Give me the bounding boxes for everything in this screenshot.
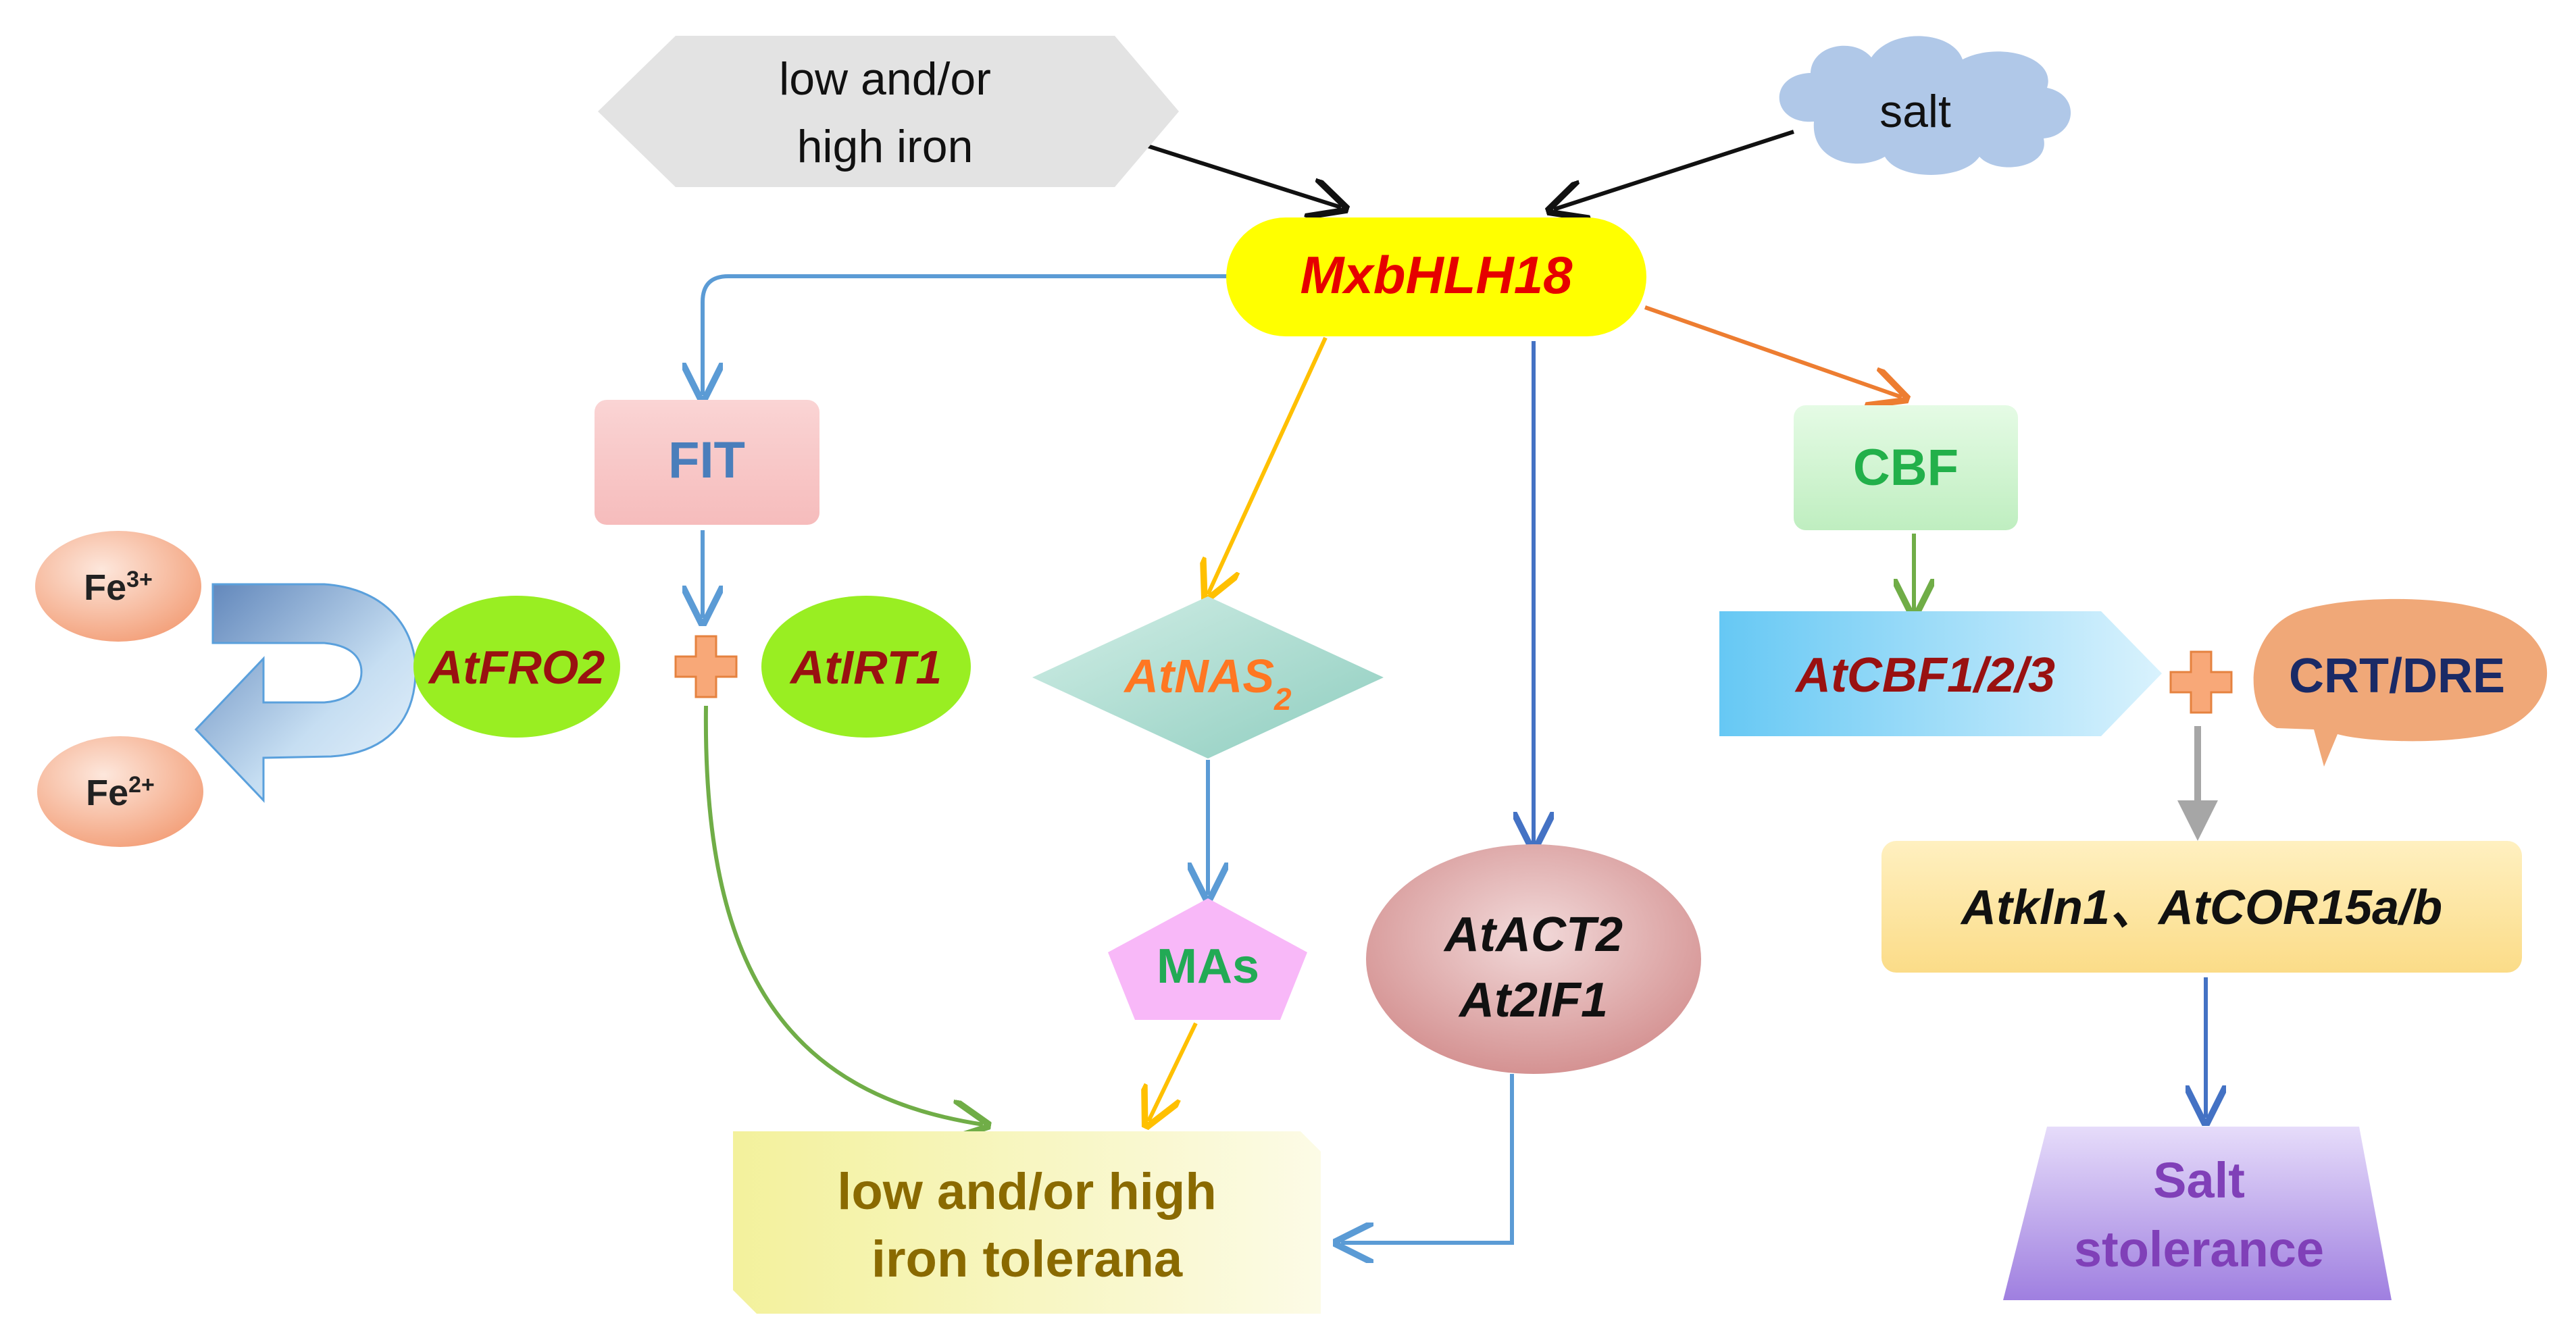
arrow-center-to-fit (703, 274, 1236, 395)
cbf-node: CBF (1794, 405, 2018, 530)
atirt1-node: AtIRT1 (761, 596, 971, 738)
fe2-oval (37, 736, 203, 847)
arrow-center-to-nas2 (1208, 336, 1328, 594)
atact2-oval (1366, 844, 1701, 1074)
plus-sign-left: + (0, 0, 738, 698)
crtdre-node: CRT/DRE (2253, 598, 2548, 767)
plus-label-left: + (0, 0, 1, 1)
fe3-node: Fe3+ (35, 531, 201, 642)
fe2-node: Fe2+ (37, 736, 203, 847)
atirt1-label: AtIRT1 (789, 641, 942, 694)
fe2-label: Fe2+ (86, 772, 155, 813)
salt-condition-label: salt (1879, 86, 1951, 137)
salt-tolerance-trapezoid (2003, 1127, 2392, 1300)
atcbf123-node: AtCBF1/2/3 (1719, 611, 2162, 736)
atfro2-label: AtFRO2 (428, 641, 605, 694)
iron-tolerance-line-1: low and/or high (837, 1163, 1217, 1220)
plus-icon (2169, 650, 2233, 714)
plus-icon (674, 635, 738, 698)
mxbhlh18-label: MxbHLH18 (1300, 245, 1573, 305)
arrow-center-to-cbf (1644, 305, 1902, 397)
arrow-fro2-irt1-to-iron-tolerance (703, 705, 983, 1125)
fit-label: FIT (668, 432, 745, 489)
atcbf123-pentagon-arrow (1719, 611, 2162, 736)
hexagon-shape (598, 36, 1179, 187)
connectors (703, 130, 2206, 1243)
atfro2-oval (413, 596, 620, 738)
atcbf123-label: AtCBF1/2/3 (1794, 648, 2055, 702)
iron-tolerance-node: low and/or high iron tolerana (733, 1131, 1321, 1314)
iron-tolerance-line-2: iron tolerana (872, 1231, 1183, 1288)
salt-tolerance-line-1: Salt (2153, 1152, 2245, 1208)
mxbhlh18-node: MxbHLH18 (1226, 217, 1646, 336)
iron-tolerance-box (733, 1131, 1321, 1314)
arrow-mas-to-iron-tolerance (1148, 1022, 1198, 1121)
iron-condition-node: low and/or high iron (598, 36, 1179, 187)
atnas2-node: AtNAS2 (1032, 596, 1384, 758)
arrow-act2-to-iron-tolerance (1341, 1074, 1514, 1243)
salt-tolerance-line-2: stolerance (2074, 1221, 2324, 1277)
plus-sign-right: + (0, 0, 2233, 714)
atirt1-oval (761, 596, 971, 738)
mas-node: MAs (1108, 898, 1307, 1020)
fe-reduction-arrow (194, 583, 417, 803)
fit-node: FIT (595, 400, 819, 525)
crtdre-label: CRT/DRE (2289, 649, 2505, 703)
cloud-shape (1779, 36, 2071, 175)
cbf-label: CBF (1853, 439, 1959, 496)
cbf-box (1794, 405, 2018, 530)
fe3-label: Fe3+ (84, 567, 153, 608)
atact2-node: AtACT2 At2IF1 (1366, 844, 1701, 1074)
atact2-line-1: AtACT2 (1443, 908, 1623, 962)
atfro2-node: AtFRO2 (413, 596, 620, 738)
mxbhlh18-pill (1226, 217, 1646, 336)
arrow-salt-to-center (1554, 130, 1794, 209)
iron-condition-line-2: high iron (797, 121, 974, 172)
crtdre-speech-bubble (2253, 598, 2548, 767)
iron-condition-line-1: low and/or (779, 53, 991, 105)
fit-box (595, 400, 819, 525)
mas-pentagon (1108, 898, 1307, 1020)
atnas2-label: AtNAS2 (1123, 650, 1292, 717)
atact2-line-2: At2IF1 (1458, 973, 1608, 1027)
arrow-iron-to-center (1128, 138, 1341, 207)
fe3-oval (35, 531, 201, 642)
atkin1-label: Atkln1、AtCOR15a/b (1960, 881, 2442, 935)
atnas2-diamond (1032, 596, 1384, 758)
atkin1-box (1882, 841, 2522, 973)
salt-condition-node: salt (1779, 36, 2071, 175)
atkin1-node: Atkln1、AtCOR15a/b (1882, 841, 2522, 973)
plus-label-right: + (0, 0, 1, 1)
salt-tolerance-node: Salt stolerance (2003, 1127, 2392, 1300)
mas-label: MAs (1157, 940, 1259, 994)
